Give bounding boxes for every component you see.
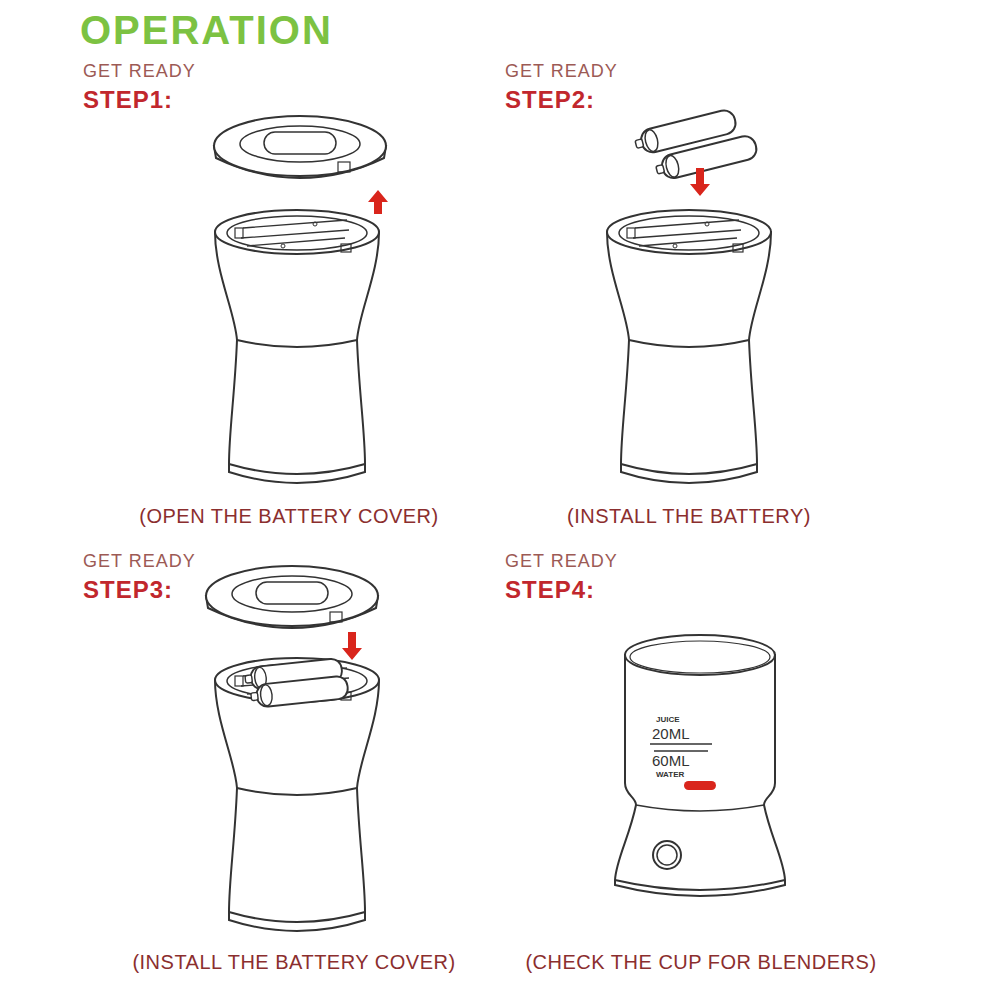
scale-mark: 60ML	[652, 753, 690, 770]
step-caption: (CHECK THE CUP FOR BLENDERS)	[525, 951, 876, 973]
scale-mark: WATER	[656, 771, 684, 780]
get-ready-label: GET READY	[83, 62, 196, 82]
step-label: STEP1:	[83, 87, 173, 113]
step3-figure	[206, 566, 379, 931]
step-label: STEP3:	[83, 577, 173, 603]
step2-figure	[607, 105, 771, 483]
step-caption: (OPEN THE BATTERY COVER)	[139, 505, 438, 527]
page-title: OPERATION	[80, 8, 333, 52]
step-caption: (INSTALL THE BATTERY COVER)	[132, 951, 455, 973]
step1-figure	[214, 116, 388, 483]
get-ready-label: GET READY	[505, 552, 618, 572]
scale-mark: JUICE	[656, 716, 680, 725]
get-ready-label: GET READY	[83, 552, 196, 572]
step4-cup	[615, 635, 785, 896]
step-caption: (INSTALL THE BATTERY)	[567, 505, 811, 527]
get-ready-label: GET READY	[505, 62, 618, 82]
scale-mark: 20ML	[652, 726, 690, 743]
step-label: STEP4:	[505, 577, 595, 603]
step-label: STEP2:	[505, 87, 595, 113]
